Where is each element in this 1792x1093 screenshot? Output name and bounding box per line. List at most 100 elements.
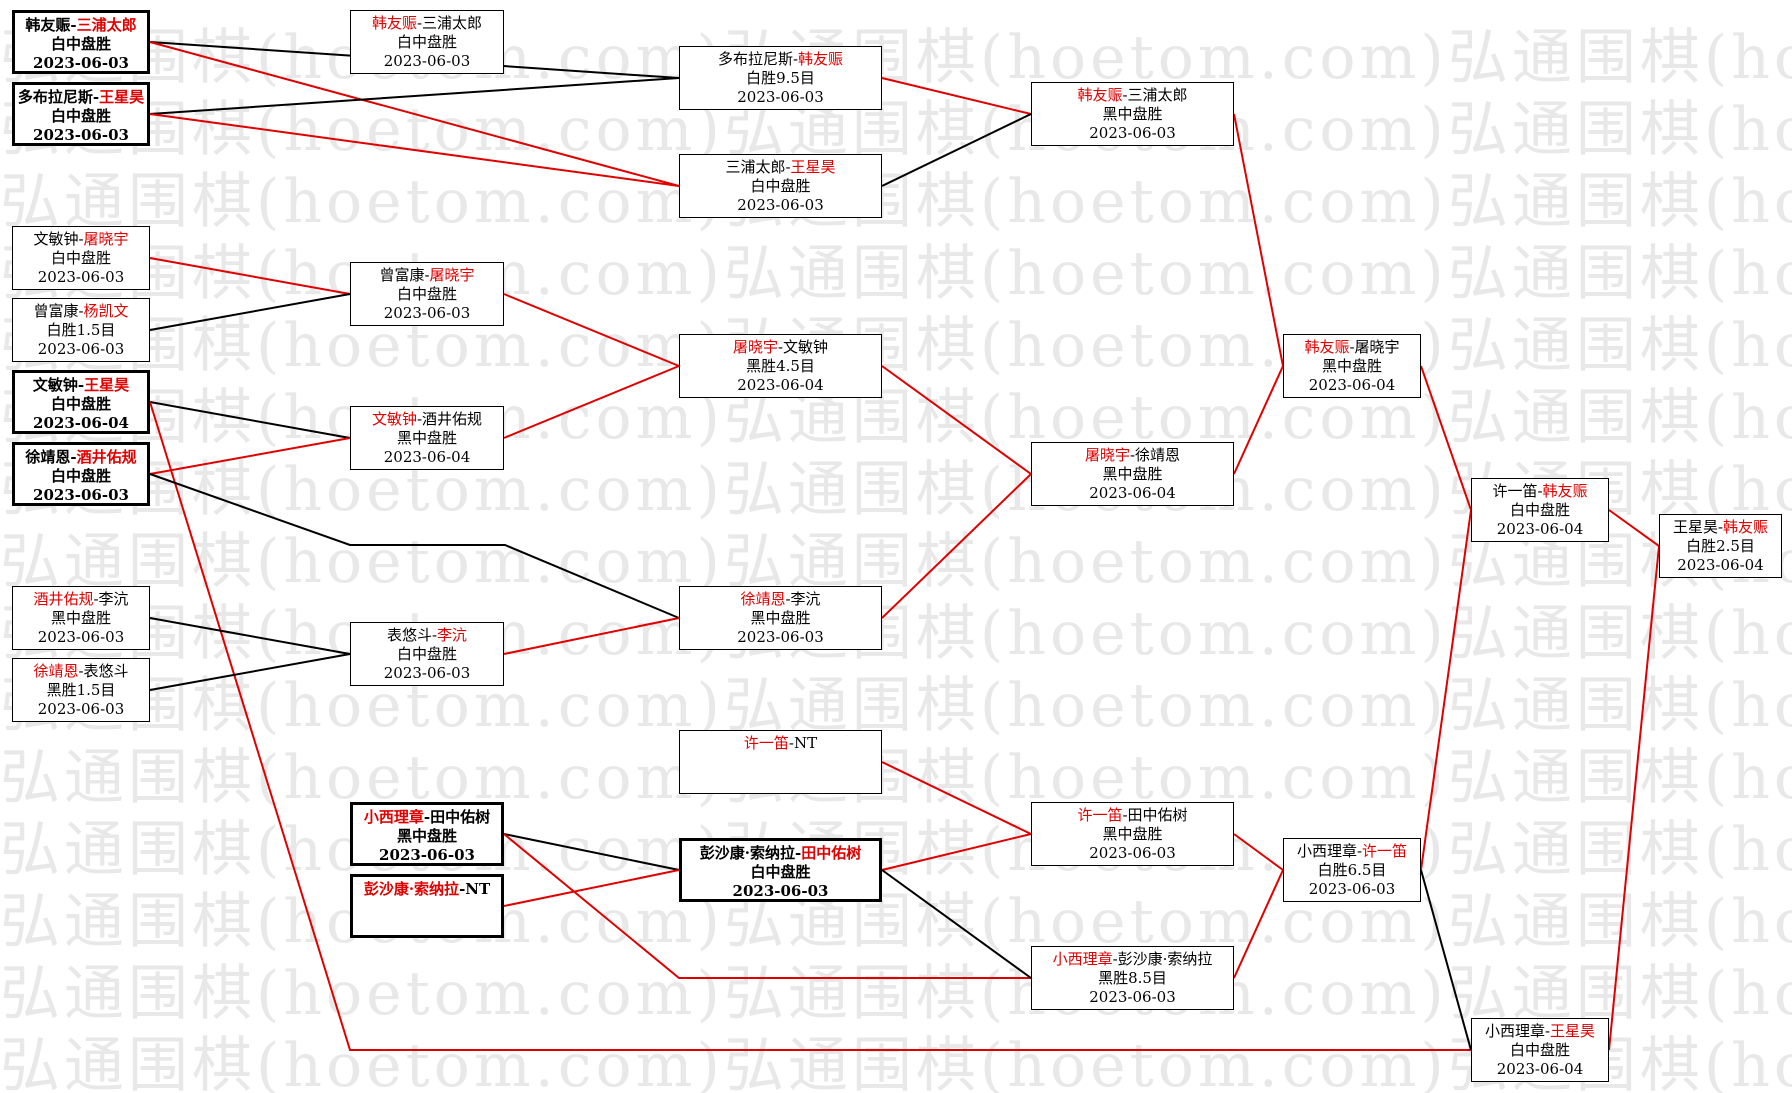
connector-r2e-r4d (503, 833, 1031, 979)
separator: - (424, 266, 430, 284)
black-player-name: 文敏钟 (33, 230, 79, 248)
match-box: 彭沙康·索纳拉-NT (350, 874, 504, 938)
match-players: 文敏钟-王星昊 (15, 376, 147, 395)
match-date: 2023-06-03 (37, 340, 125, 358)
match-players: 韩友赈-三浦太郎 (351, 14, 503, 33)
black-player-name: 曾富康 (379, 266, 425, 284)
match-result: 黑中盘胜 (50, 609, 111, 627)
connector-r2b-r3c (503, 293, 680, 367)
black-player-name: 彭沙康·索纳拉 (363, 880, 460, 898)
separator: - (431, 626, 438, 644)
match-date: 2023-06-03 (33, 54, 129, 72)
connector-r4a-r5a (1233, 113, 1284, 367)
match-result: 白中盘胜 (50, 249, 111, 267)
white-player-name: 三浦太郎 (422, 14, 483, 32)
match-players: 三浦太郎-王星昊 (680, 158, 881, 177)
connector-r6a-r7 (1608, 509, 1660, 547)
black-player-name: 许一笛 (743, 734, 789, 752)
match-date: 2023-06-03 (379, 846, 475, 864)
black-player-name: 徐靖恩 (33, 662, 79, 680)
separator: - (70, 448, 77, 466)
black-player-name: 徐靖恩 (25, 448, 71, 466)
match-result: 黑中盘胜 (396, 827, 457, 845)
white-player-name: NT (465, 880, 491, 898)
match-players: 韩友赈-三浦太郎 (15, 16, 147, 35)
black-player-name: 文敏钟 (32, 376, 78, 394)
white-player-name: 田中佑树 (430, 808, 491, 826)
connector-r1d-r2b (149, 293, 351, 331)
match-date: 2023-06-03 (737, 88, 824, 106)
match-players: 屠晓宇-文敏钟 (680, 338, 881, 357)
match-players: 徐靖恩-酒井佑规 (15, 448, 147, 467)
match-date: 2023-06-04 (383, 448, 471, 466)
separator: - (1122, 806, 1128, 824)
connector-r5b-r6a (1420, 509, 1472, 871)
black-player-name: 小西理章 (1052, 950, 1113, 968)
white-player-name: 屠晓宇 (429, 266, 475, 284)
separator: - (1122, 86, 1128, 104)
black-player-name: 许一笛 (1492, 482, 1538, 500)
match-date: 2023-06-03 (37, 700, 125, 718)
match-date: 2023-06-03 (1089, 844, 1176, 862)
match-result: 白中盘胜 (50, 35, 111, 53)
connector-r1f-r2c (149, 437, 351, 475)
connector-r5a-r6a (1420, 365, 1472, 511)
connector-r1h-r2d (149, 653, 351, 691)
connector-r2c-r3c (503, 365, 680, 439)
black-player-name: 多布拉尼斯 (717, 50, 793, 68)
white-player-name: 酒井佑规 (422, 410, 483, 428)
match-result: 白中盘胜 (1509, 1041, 1570, 1059)
connector-r1e-r2c (149, 401, 351, 439)
separator: - (416, 14, 423, 32)
separator: - (777, 338, 784, 356)
connector-r1c-r2b (149, 257, 351, 295)
white-player-name: 屠晓宇 (1354, 338, 1400, 356)
separator: - (93, 590, 99, 608)
match-players: 屠晓宇-徐靖恩 (1032, 446, 1233, 465)
separator: - (77, 376, 85, 394)
match-result: 黑中盘胜 (396, 429, 457, 447)
white-player-name: 许一笛 (1362, 842, 1408, 860)
separator: - (78, 302, 84, 320)
white-player-name: 王星昊 (790, 158, 836, 176)
separator: - (1112, 950, 1118, 968)
white-player-name: 韩友赈 (798, 50, 844, 68)
black-player-name: 酒井佑规 (33, 590, 94, 608)
white-player-name: 文敏钟 (783, 338, 829, 356)
match-date: 2023-06-03 (33, 126, 129, 144)
match-players: 文敏钟-酒井佑规 (351, 410, 503, 429)
match-result: 白中盘胜 (396, 33, 457, 51)
black-player-name: 彭沙康·索纳拉 (699, 844, 795, 862)
black-player-name: 许一笛 (1077, 806, 1123, 824)
connector-r3d-r4b (881, 473, 1032, 619)
match-date: 2023-06-04 (1677, 556, 1764, 574)
match-result: 黑中盘胜 (1102, 465, 1163, 483)
match-date: 2023-06-04 (1496, 1060, 1584, 1078)
black-player-name: 小西理章 (363, 808, 424, 826)
separator: - (1129, 446, 1136, 464)
match-result: 白中盘胜 (396, 645, 457, 663)
match-players: 许一笛-田中佑树 (1032, 806, 1233, 825)
match-date: 2023-06-03 (732, 882, 829, 900)
black-player-name: 小西理章 (1484, 1022, 1545, 1040)
match-players: 小西理章-彭沙康·索纳拉 (1032, 950, 1233, 969)
connector-r5b-r6b (1420, 869, 1472, 1051)
black-player-name: 韩友赈 (1304, 338, 1350, 356)
connector-r4c-r5b (1233, 833, 1284, 871)
match-date: 2023-06-04 (737, 376, 824, 394)
white-player-name: 彭沙康·索纳拉 (1117, 950, 1213, 968)
separator: - (78, 230, 84, 248)
connector-r3f-r4d (881, 869, 1032, 979)
